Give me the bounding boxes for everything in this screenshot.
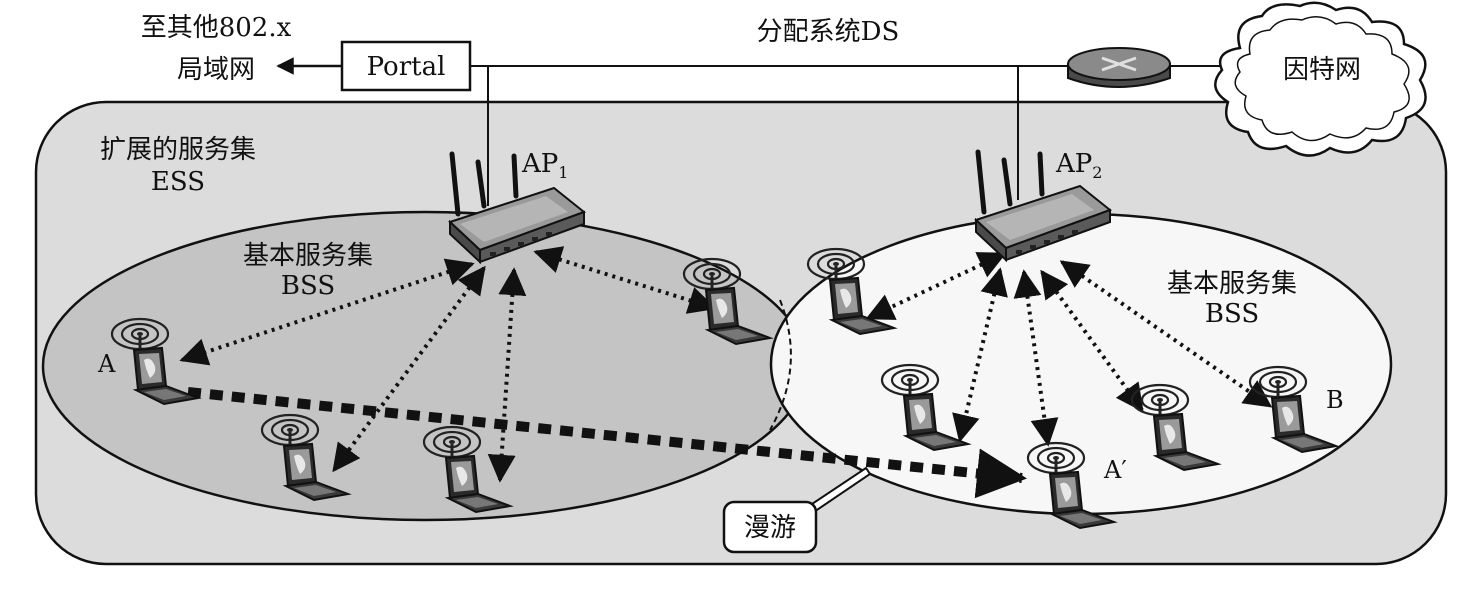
roaming-callout: 漫游 [722,466,872,554]
bss1-label-line2: BSS [281,271,335,301]
distribution-system-lines [470,65,1222,206]
station-a-label: A [97,350,116,378]
internet-cloud-icon: 因特网 [1214,1,1427,157]
ap2-label: AP2 [1055,149,1102,182]
bss2-label-line1: 基本服务集 [1167,269,1297,299]
ess-label-line1: 扩展的服务集 [100,135,256,165]
ds-label: 分配系统DS [757,17,900,47]
ess-label-line2: ESS [151,167,205,197]
other-lan-label-line2: 局域网 [177,55,255,85]
station-b-label: B [1326,386,1344,414]
station-a-prime-label: A′ [1103,456,1127,484]
bss1-label-line1: 基本服务集 [243,241,373,271]
ap1-label: AP1 [521,149,568,182]
portal-box: Portal [340,40,472,92]
router-icon [1067,47,1171,88]
other-lan-label-line1: 至其他802.x [141,13,292,43]
roaming-path [187,387,1027,499]
roaming-label: 漫游 [744,513,796,543]
bss2-label-line2: BSS [1205,299,1259,329]
internet-label: 因特网 [1283,55,1361,85]
wireless-links [179,246,1273,483]
portal-label: Portal [367,52,446,82]
